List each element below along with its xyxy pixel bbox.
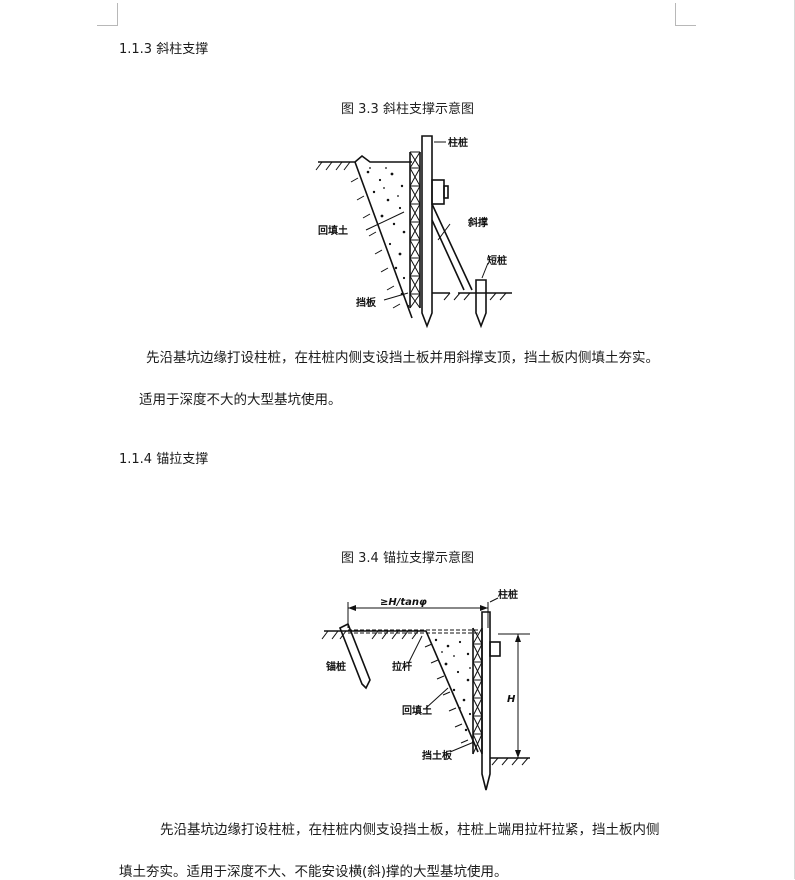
label-dimension: ≥H/tanφ <box>380 597 427 608</box>
crop-mark-top-left <box>97 3 118 26</box>
anchor-tie-diagram: ≥H/tanφ 柱桩 锚桩 拉杆 回填土 挡土板 H <box>321 588 530 791</box>
section-heading: 1.1.4 锚拉支撑 <box>119 452 209 467</box>
label-height: H <box>507 694 516 705</box>
label-anchor-pile: 锚桩 <box>326 660 346 673</box>
label-pile: 柱桩 <box>448 136 468 149</box>
paragraph: 先沿基坑边缘打设柱桩，在柱桩内侧支设挡土板并用斜撑支顶，挡土板内侧填土夯实。 <box>146 350 659 366</box>
figure-caption: 图 3.3 斜柱支撑示意图 <box>341 102 474 117</box>
section-heading: 1.1.3 斜柱支撑 <box>119 42 209 57</box>
label-retaining-board: 挡板 <box>356 296 377 309</box>
paragraph: 先沿基坑边缘打设柱桩，在柱桩内侧支设挡土板，柱桩上端用拉杆拉紧，挡土板内侧 <box>160 822 660 838</box>
crop-mark-top-right <box>675 3 696 26</box>
label-tie-rod: 拉杆 <box>392 660 412 673</box>
paragraph: 适用于深度不大的大型基坑使用。 <box>139 392 342 408</box>
label-short-pile: 短桩 <box>487 254 507 267</box>
label-pile: 柱桩 <box>498 588 518 601</box>
backfill-fill <box>366 167 410 308</box>
figure-caption: 图 3.4 锚拉支撑示意图 <box>341 551 474 566</box>
diagonal-strut-diagram: 柱桩 回填土 斜撑 短桩 挡板 <box>315 135 512 329</box>
label-retaining-board: 挡土板 <box>422 749 453 762</box>
label-backfill: 回填土 <box>318 224 348 237</box>
backfill-fill <box>434 638 475 744</box>
label-backfill: 回填土 <box>402 704 432 717</box>
label-strut: 斜撑 <box>467 216 488 229</box>
paragraph: 填土夯实。适用于深度不大、不能安设横(斜)撑的大型基坑使用。 <box>119 864 508 880</box>
